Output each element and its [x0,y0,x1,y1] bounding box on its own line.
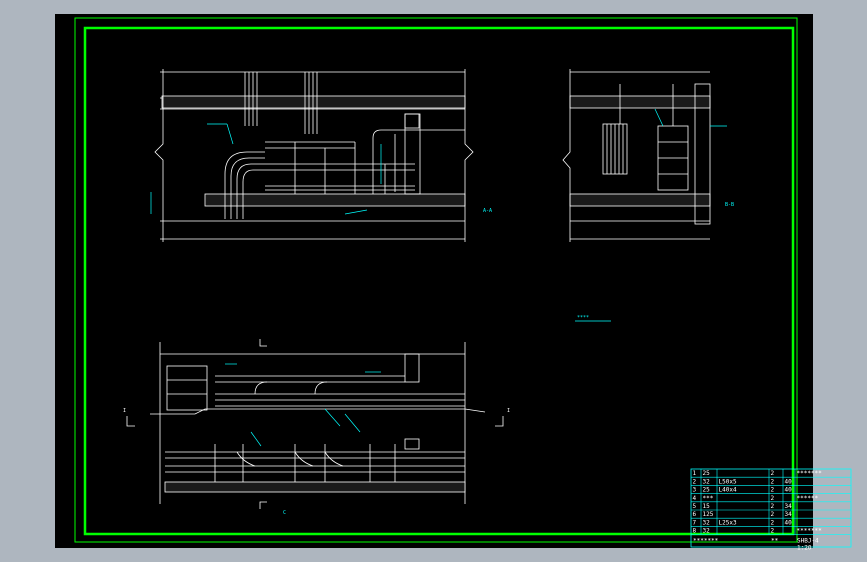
note-text: **** [577,315,589,321]
table-cell-code: 32 [703,528,711,535]
table-cell-code: 25 [703,470,711,477]
view-a-leaders [150,123,382,215]
section-marks [126,339,504,509]
view-c-label: C [283,510,286,516]
table-cell-unit: 40 [785,519,793,526]
table-cell-no: 3 [693,487,697,494]
table-cell-unit: 34 [785,511,793,518]
table-cell-qty: 2 [771,470,775,477]
table-cell-no: 7 [693,519,697,526]
table-footer-footer_left: ******* [693,538,719,545]
table-cell-no: 2 [693,478,697,485]
table-cell-no: 1 [693,470,697,477]
view-b-label: B-B [725,202,734,208]
table-cell-remark: ******* [797,470,823,477]
cad-viewport[interactable]: A-A B-B **** [55,14,852,552]
table-cell-qty: 2 [771,495,775,502]
table-cell-no: 5 [693,503,697,510]
inner-frame [83,26,795,536]
table-cell-unit: 40 [785,478,793,485]
table-cell-remark: ******* [797,528,823,535]
table-footer-footer_right: SHBJ-4 [797,538,819,545]
table-cell-code: 32 [703,478,711,485]
table-cell-unit: 40 [785,487,793,494]
table-footer-footer_mid: ** [771,538,779,545]
section-tag-right: I [507,408,510,414]
table-cell-code: 25 [703,487,711,494]
section-tag-left: I [123,408,126,414]
table-cell-code: 125 [703,511,714,518]
table-cell-spec: L25x3 [719,519,737,526]
view-c-plan [150,342,486,504]
table-cell-no: 8 [693,528,697,535]
drawing-canvas: A-A B-B **** [74,17,798,543]
table-footer-scale: 1:20 [797,545,812,552]
table-cell-spec: L40x4 [719,487,737,494]
table-cell-spec: L50x5 [719,478,737,485]
table-cell-code: 32 [703,519,711,526]
view-c-leaders [225,363,381,447]
view-b-leaders [654,108,727,127]
table-cell-qty: 2 [771,487,775,494]
table-cell-remark: ****** [797,495,819,502]
table-cell-qty: 2 [771,503,775,510]
view-a-label: A-A [483,208,492,214]
outer-frame [74,17,798,543]
table-cell-unit: 34 [785,503,793,510]
table-cell-code: 15 [703,503,711,510]
table-cell-qty: 2 [771,511,775,518]
table-cell-qty: 2 [771,478,775,485]
table-cell-no: 4 [693,495,697,502]
table-cell-qty: 2 [771,528,775,535]
table-cell-code: *** [703,495,714,502]
table-cell-no: 6 [693,511,697,518]
table-cell-qty: 2 [771,519,775,526]
view-a-elevation [154,69,474,242]
view-b-section [562,69,711,242]
